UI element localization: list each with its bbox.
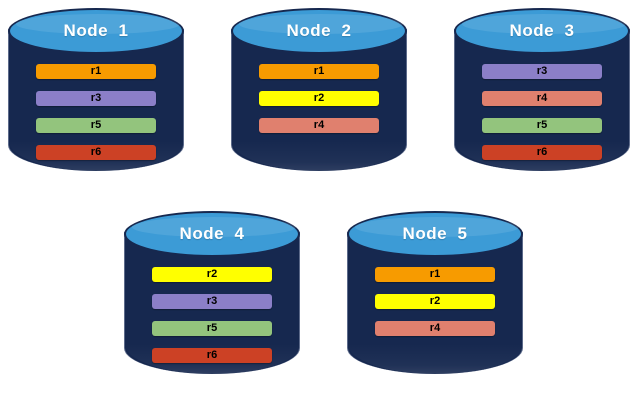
- replica-label: r2: [313, 92, 325, 104]
- replica-label: r2: [206, 268, 218, 280]
- cylinder-bottom-shade: [232, 141, 408, 171]
- replica-bar[interactable]: r3: [482, 64, 602, 79]
- replica-bar[interactable]: r6: [36, 145, 156, 160]
- replica-bar[interactable]: r2: [152, 267, 272, 282]
- replica-bar[interactable]: r5: [152, 321, 272, 336]
- replica-label: r2: [429, 295, 441, 307]
- node-cylinder-1[interactable]: r1 r3 r5 r6 Node 1: [8, 8, 185, 190]
- replica-list: r1 r3 r5 r6: [36, 64, 156, 160]
- node-label: Node 1: [63, 21, 129, 40]
- replica-label: r1: [429, 268, 441, 280]
- replica-bar[interactable]: r4: [482, 91, 602, 106]
- replica-label: r3: [536, 65, 548, 77]
- replica-bar[interactable]: r4: [259, 118, 379, 133]
- replica-label: r1: [313, 65, 325, 77]
- replica-label: r1: [90, 65, 102, 77]
- cylinder-top-disc: Node 2: [231, 8, 407, 54]
- node-label: Node 4: [179, 224, 245, 243]
- replica-label: r3: [90, 92, 102, 104]
- cylinder-bottom-shade: [348, 344, 524, 374]
- replica-label: r6: [90, 146, 102, 158]
- replica-list: r3 r4 r5 r6: [482, 64, 602, 160]
- replica-bar[interactable]: r5: [482, 118, 602, 133]
- replica-bar[interactable]: r3: [36, 91, 156, 106]
- node-cylinder-3[interactable]: r3 r4 r5 r6 Node 3: [454, 8, 631, 190]
- replica-bar[interactable]: r4: [375, 321, 495, 336]
- replica-list: r2 r3 r5 r6: [152, 267, 272, 363]
- replica-label: r4: [429, 322, 441, 334]
- replica-bar[interactable]: r1: [375, 267, 495, 282]
- cylinder-top-disc: Node 4: [124, 211, 300, 257]
- replica-label: r5: [90, 119, 102, 131]
- replica-bar[interactable]: r1: [36, 64, 156, 79]
- replica-label: r3: [206, 295, 218, 307]
- node-label: Node 5: [402, 224, 468, 243]
- replica-label: r5: [206, 322, 218, 334]
- replica-bar[interactable]: r5: [36, 118, 156, 133]
- replica-bar[interactable]: r6: [482, 145, 602, 160]
- replica-bar[interactable]: r1: [259, 64, 379, 79]
- replica-bar[interactable]: r2: [375, 294, 495, 309]
- replica-label: r5: [536, 119, 548, 131]
- replica-label: r4: [536, 92, 548, 104]
- cylinder-top-disc: Node 3: [454, 8, 630, 54]
- node-label: Node 3: [509, 21, 575, 40]
- node-label: Node 2: [286, 21, 352, 40]
- replica-list: r1 r2 r4: [259, 64, 379, 133]
- node-cylinder-5[interactable]: r1 r2 r4 Node 5: [347, 211, 524, 393]
- replica-bar[interactable]: r2: [259, 91, 379, 106]
- replica-bar[interactable]: r6: [152, 348, 272, 363]
- node-cylinder-4[interactable]: r2 r3 r5 r6 Node 4: [124, 211, 301, 393]
- cylinder-top-disc: Node 5: [347, 211, 523, 257]
- replica-list: r1 r2 r4: [375, 267, 495, 336]
- replica-label: r4: [313, 119, 325, 131]
- cylinder-top-disc: Node 1: [8, 8, 184, 54]
- replica-bar[interactable]: r3: [152, 294, 272, 309]
- replica-label: r6: [536, 146, 548, 158]
- node-cylinder-2[interactable]: r1 r2 r4 Node 2: [231, 8, 408, 190]
- replica-label: r6: [206, 349, 218, 361]
